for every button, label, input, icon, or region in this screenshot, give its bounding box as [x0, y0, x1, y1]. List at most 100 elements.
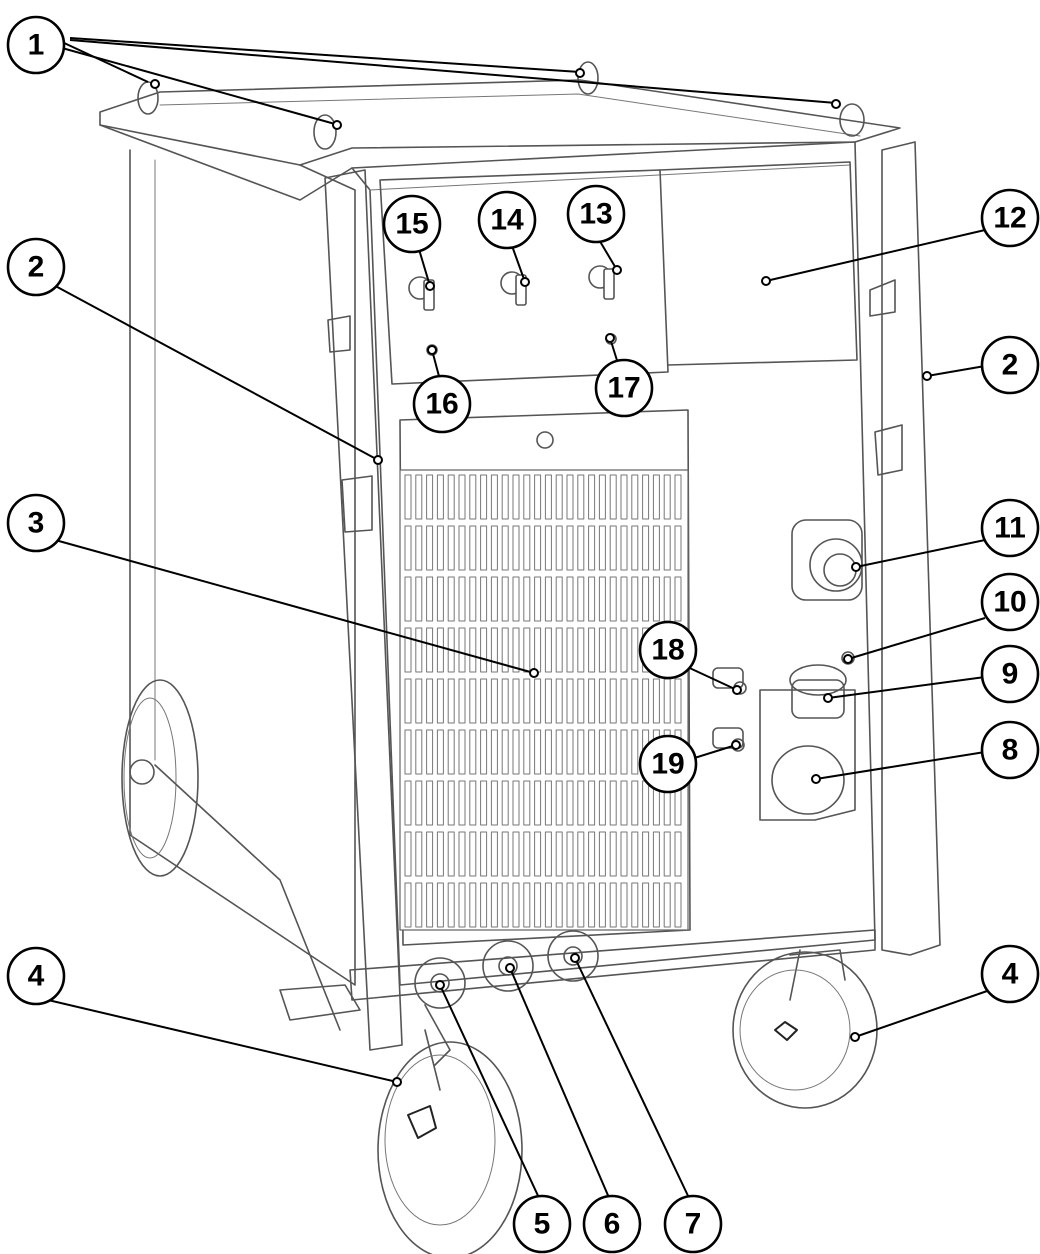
grille-slot	[480, 882, 488, 928]
grille-slot	[620, 678, 628, 724]
callout-19-label: 19	[651, 748, 684, 781]
grille-slot	[652, 882, 660, 928]
grille-slot	[566, 627, 574, 673]
callout-4-right-label: 4	[1002, 958, 1019, 991]
grille-slot	[404, 729, 412, 775]
grille-slot	[534, 474, 542, 520]
grille-slot	[436, 627, 444, 673]
grille-slot	[436, 729, 444, 775]
grille-slot	[523, 576, 531, 622]
grille-slot	[436, 474, 444, 520]
callout-3: 3	[6, 493, 66, 553]
grille-slot	[436, 525, 444, 571]
grille-slot	[663, 831, 671, 877]
callout-4-left-label: 4	[28, 960, 45, 993]
grille-slot	[426, 525, 434, 571]
callout-3-label: 3	[28, 507, 45, 540]
callout-15-label: 15	[395, 208, 428, 241]
grille-slot	[555, 576, 563, 622]
grille-slot	[501, 831, 509, 877]
callout-9-label: 9	[1002, 658, 1019, 691]
callout-19: 19	[638, 734, 698, 794]
grille-slot	[404, 678, 412, 724]
grille-slot	[566, 525, 574, 571]
grille-slot	[609, 729, 617, 775]
grille-slot	[663, 525, 671, 571]
grille-slot	[415, 831, 423, 877]
grille-slot	[609, 525, 617, 571]
grille-slot	[577, 831, 585, 877]
grille-slot	[523, 474, 531, 520]
grille-slot	[674, 882, 682, 928]
grille-slot	[544, 474, 552, 520]
grille-slot	[512, 678, 520, 724]
grille-slot	[620, 627, 628, 673]
grille-slot	[631, 882, 639, 928]
grille-slot	[415, 729, 423, 775]
output-socket-6	[482, 940, 534, 992]
output-socket-7	[547, 930, 599, 982]
callout-17-label: 17	[607, 372, 640, 405]
grille-slot	[480, 831, 488, 877]
grille-slot	[577, 474, 585, 520]
grille-slot	[415, 525, 423, 571]
grille-slot	[447, 831, 455, 877]
grille-slot	[555, 627, 563, 673]
grille-slot	[620, 576, 628, 622]
grille-slot	[566, 474, 574, 520]
grille-slot	[447, 780, 455, 826]
grille-slot	[652, 576, 660, 622]
grille-slot	[598, 780, 606, 826]
callout-9: 9	[980, 644, 1040, 704]
grille-slot	[555, 831, 563, 877]
grille-slot	[598, 882, 606, 928]
grille-slot	[555, 780, 563, 826]
grille-slot	[490, 831, 498, 877]
grille-slot	[609, 576, 617, 622]
knob-13	[588, 265, 615, 300]
grille-slot	[501, 882, 509, 928]
grille-slot	[642, 882, 650, 928]
grille-slot	[480, 525, 488, 571]
grille-slot	[458, 729, 466, 775]
right-handle-tube	[881, 141, 941, 956]
grille-slot	[501, 525, 509, 571]
grille-slot	[609, 627, 617, 673]
grille-slot	[620, 780, 628, 826]
callout-18-label: 18	[651, 634, 684, 667]
lifting-eye-2	[313, 114, 337, 150]
grille-slot	[534, 882, 542, 928]
grille-slot	[480, 729, 488, 775]
left-side-panel	[129, 149, 356, 986]
grille-slot	[458, 525, 466, 571]
leader-dots	[150, 68, 932, 1087]
grille-slot	[512, 627, 520, 673]
grille-slot	[523, 729, 531, 775]
callout-15: 15	[382, 194, 442, 254]
grille-slot	[598, 678, 606, 724]
grille-slot	[534, 525, 542, 571]
grille-slot	[544, 576, 552, 622]
callout-11-label: 11	[994, 512, 1026, 545]
grille-slot	[544, 729, 552, 775]
grille-slot	[652, 525, 660, 571]
grille-slot	[588, 678, 596, 724]
grille-slot	[404, 831, 412, 877]
grille-slot	[620, 474, 628, 520]
grille-slot	[598, 576, 606, 622]
grille-slot	[523, 525, 531, 571]
callout-4-left: 4	[6, 946, 66, 1006]
grille-slot	[577, 729, 585, 775]
callout-14: 14	[477, 190, 537, 250]
callout-17: 17	[594, 358, 654, 418]
grille-slot	[469, 525, 477, 571]
grille-slot	[512, 780, 520, 826]
grille-slot	[620, 882, 628, 928]
grille-slot	[458, 780, 466, 826]
grille-slot	[598, 627, 606, 673]
callout-5-label: 5	[534, 1208, 551, 1241]
grille-slot	[555, 474, 563, 520]
grille-slot	[577, 882, 585, 928]
grille-slot	[404, 474, 412, 520]
grille-slot	[458, 882, 466, 928]
